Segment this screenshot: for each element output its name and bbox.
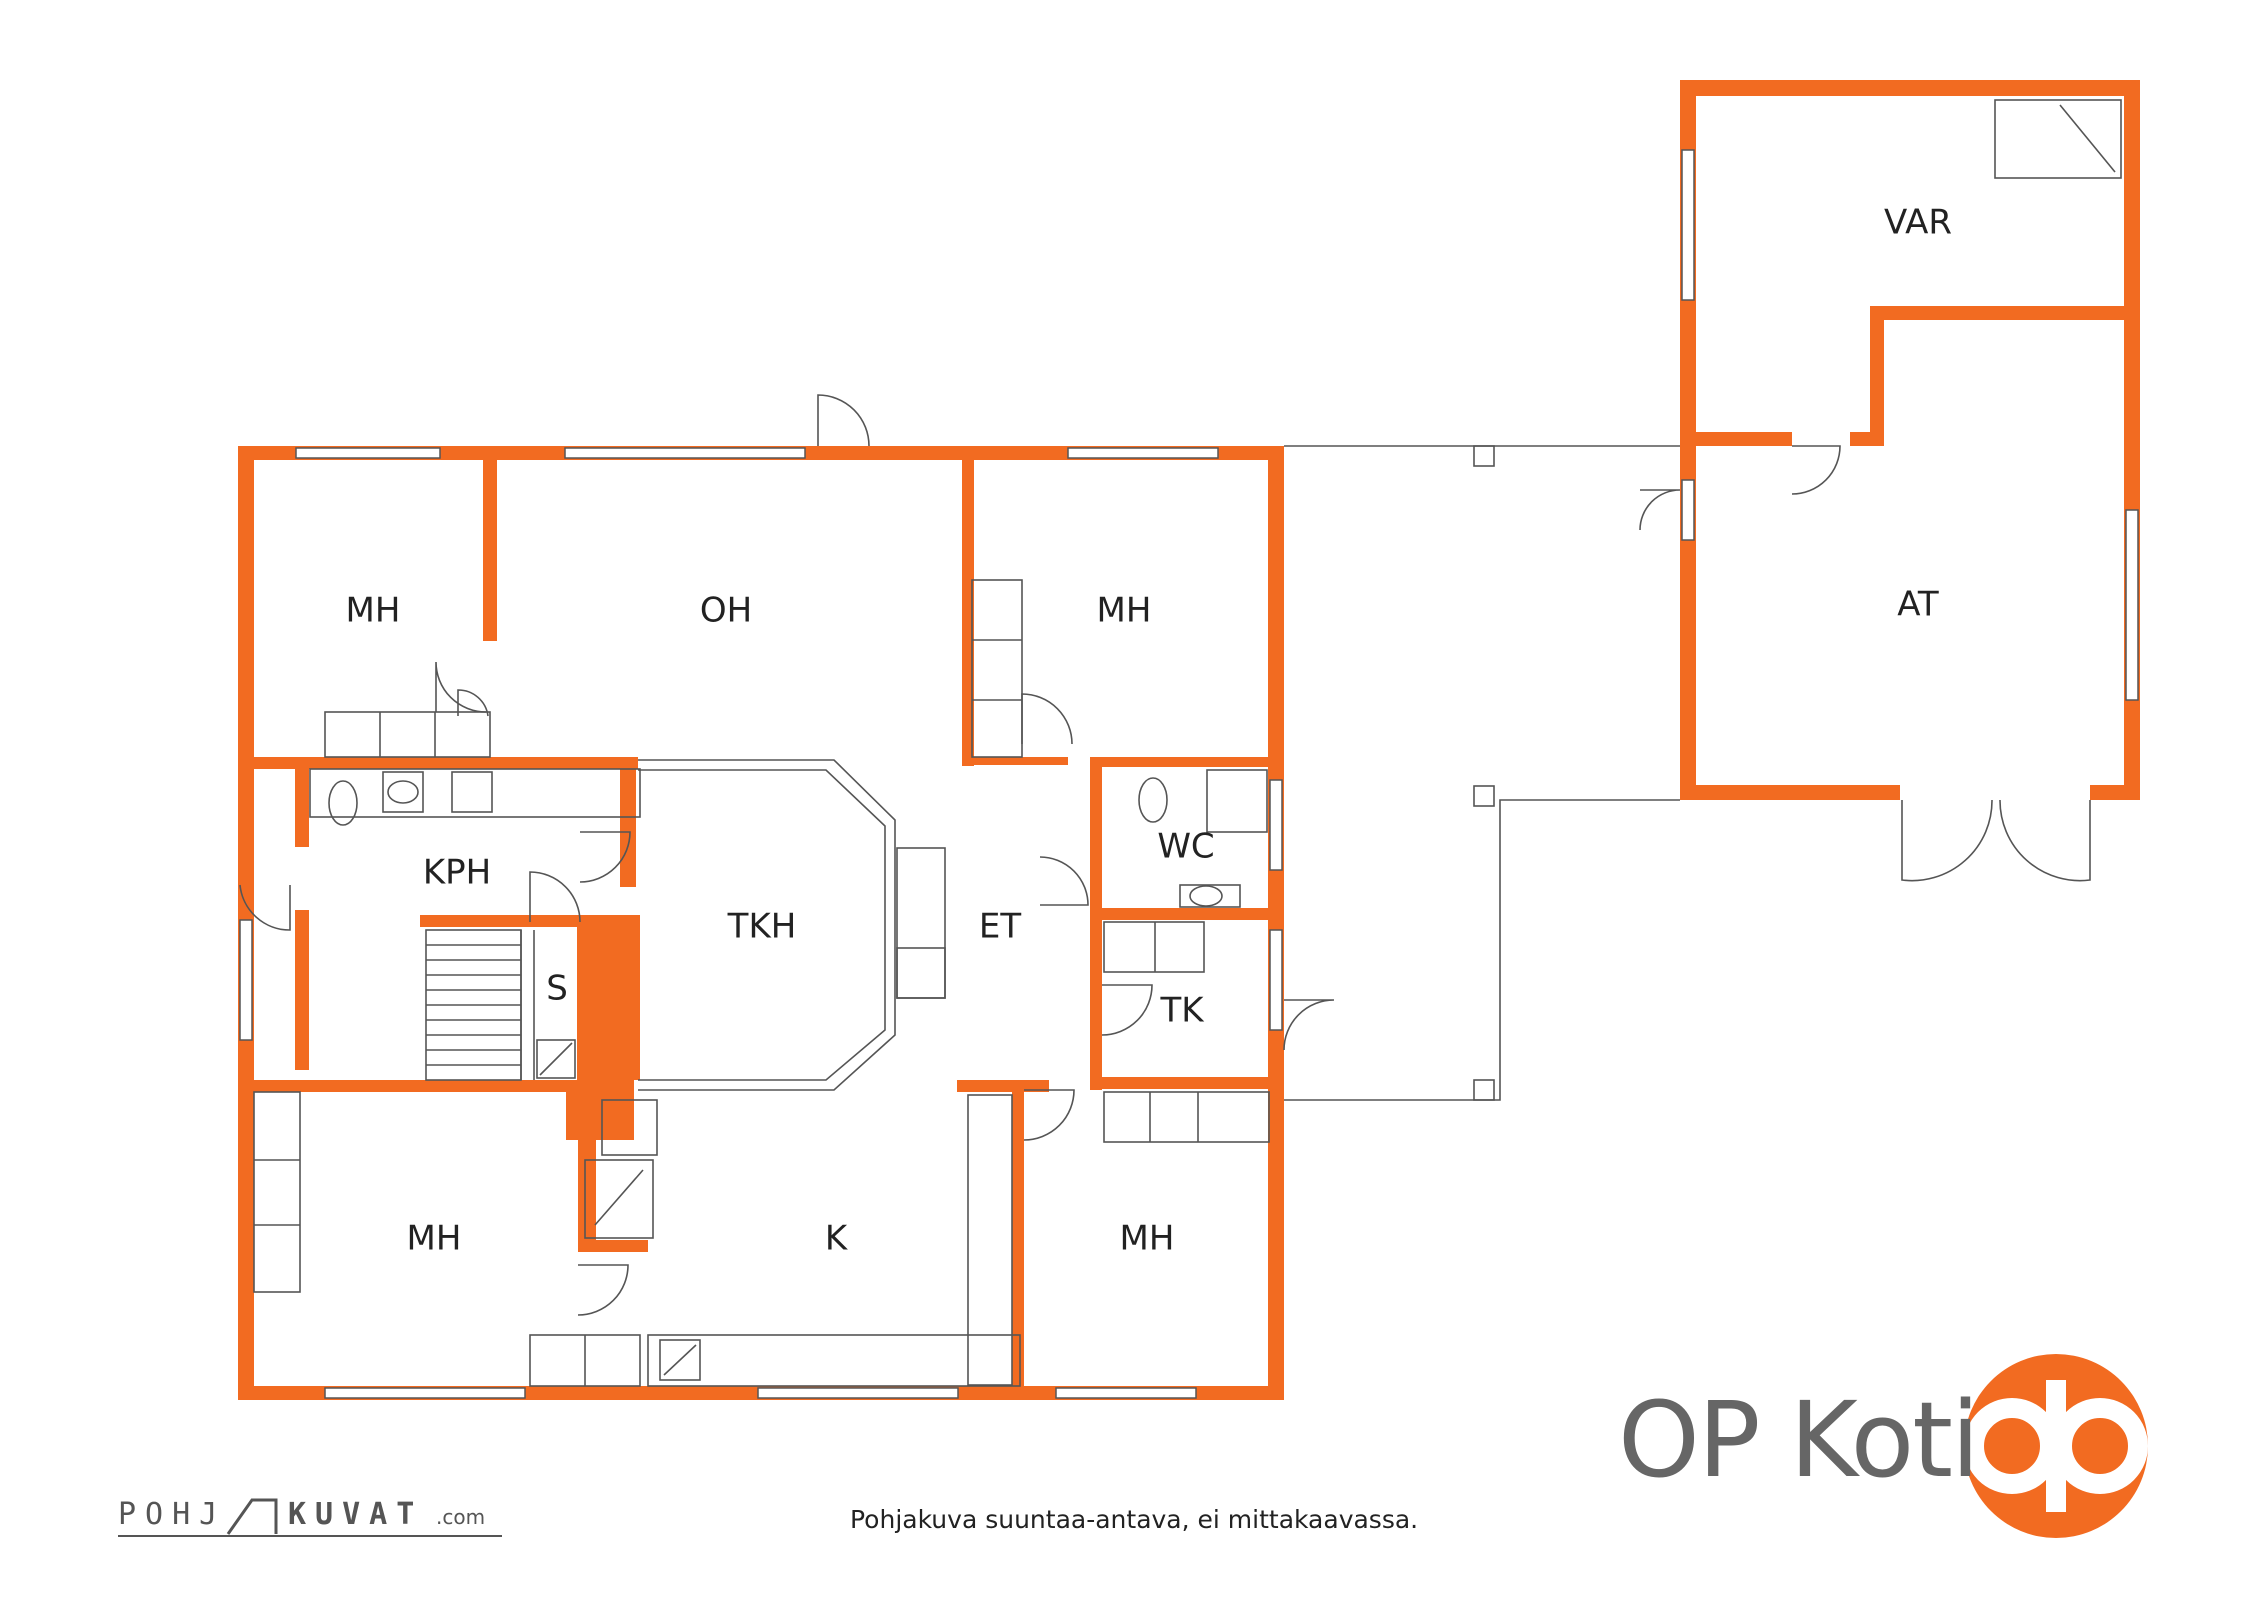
room-label-mh-se: MH	[1120, 1219, 1175, 1259]
room-label-et: ET	[979, 907, 1021, 947]
room-label-at: AT	[1897, 585, 1939, 625]
room-label-oh: OH	[700, 591, 752, 631]
walls	[238, 80, 2140, 1400]
pohjakuvat-logo-left: POHJ	[118, 1497, 226, 1532]
room-label-var: VAR	[1884, 203, 1952, 243]
outline-details	[239, 99, 2122, 1387]
pohjakuvat-roof-icon	[226, 1498, 278, 1535]
pohjakuvat-logo-tld: .com	[436, 1505, 485, 1529]
brand-name: OP Koti	[1618, 1379, 1980, 1501]
room-label-tk: TK	[1159, 991, 1205, 1031]
pohjakuvat-logo-right: KUVAT	[288, 1497, 423, 1532]
disclaimer-note: Pohjakuva suuntaa-antava, ei mittakaavas…	[850, 1505, 1419, 1534]
room-label-s: S	[546, 969, 568, 1009]
room-label-k: K	[825, 1219, 849, 1259]
op-logo-icon	[1964, 1354, 2148, 1538]
room-labels: MH OH MH KPH S TKH ET WC TK MH K MH VAR …	[346, 203, 1952, 1259]
room-label-tkh: TKH	[727, 907, 797, 947]
room-label-kph: KPH	[423, 853, 491, 893]
room-label-mh-ne: MH	[1097, 591, 1152, 631]
stairs	[426, 930, 535, 1080]
pohjakuvat-logo: POHJ KUVAT .com	[118, 1497, 502, 1537]
windows	[239, 149, 2139, 1399]
room-label-wc: WC	[1157, 827, 1214, 867]
room-label-mh-nw: MH	[346, 591, 401, 631]
room-label-mh-sw: MH	[407, 1219, 462, 1259]
